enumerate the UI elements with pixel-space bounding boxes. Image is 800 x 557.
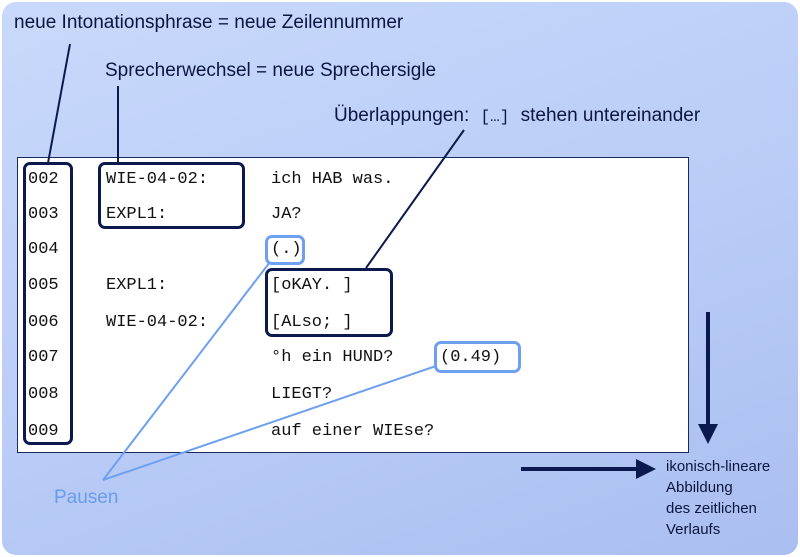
line-number: 004 <box>28 240 59 259</box>
speaker-sigle: WIE-04-02: <box>106 313 209 332</box>
line-number: 009 <box>28 422 59 441</box>
utterance: °h ein HUND? <box>271 348 394 367</box>
timed-pause: (0.49) <box>440 348 502 367</box>
line-number: 006 <box>28 313 59 332</box>
speaker-sigle: EXPL1: <box>106 276 168 295</box>
iconic-caption-line: Verlaufs <box>666 521 721 538</box>
overlap-annotation: Überlappungen: […] stehen untereinander <box>334 105 700 127</box>
utterance: LIEGT? <box>271 385 333 404</box>
utterance: [oKAY. ] <box>271 276 353 295</box>
timed-pause-box <box>434 341 521 373</box>
overlap-annotation-bracket: […] <box>480 108 510 126</box>
line-number-column-box <box>23 162 73 445</box>
speaker-change-box <box>98 162 245 229</box>
pauses-label: Pausen <box>54 487 119 508</box>
speaker-change-annotation: Sprecherwechsel = neue Sprechersigle <box>105 60 437 81</box>
intonation-annotation: neue Intonationsphrase = neue Zeilennumm… <box>14 12 404 33</box>
overlap-box <box>265 268 393 337</box>
speaker-sigle: EXPL1: <box>106 205 168 224</box>
transcript-panel: 002 003 004 005 006 007 008 009 WIE-04-0… <box>17 157 689 453</box>
utterance: JA? <box>271 205 302 224</box>
iconic-caption-line: des zeitlichen <box>666 500 757 517</box>
micro-pause-box <box>265 235 305 265</box>
iconic-caption-line: Abbildung <box>666 479 733 496</box>
line-number: 002 <box>28 170 59 189</box>
line-number: 008 <box>28 385 59 404</box>
speaker-sigle: WIE-04-02: <box>106 170 209 189</box>
iconic-linear-caption: ikonisch-lineare Abbildung des zeitliche… <box>666 456 786 540</box>
utterance: [ALso; ] <box>271 313 353 332</box>
line-number: 003 <box>28 205 59 224</box>
line-number: 005 <box>28 276 59 295</box>
utterance: auf einer WIEse? <box>271 422 435 441</box>
utterance: (.) <box>271 240 302 259</box>
iconic-caption-line: ikonisch-lineare <box>666 458 771 475</box>
overlap-annotation-prefix: Überlappungen: <box>334 105 470 126</box>
line-number: 007 <box>28 348 59 367</box>
utterance: ich HAB was. <box>271 170 394 189</box>
overlap-annotation-suffix: stehen untereinander <box>520 105 701 126</box>
